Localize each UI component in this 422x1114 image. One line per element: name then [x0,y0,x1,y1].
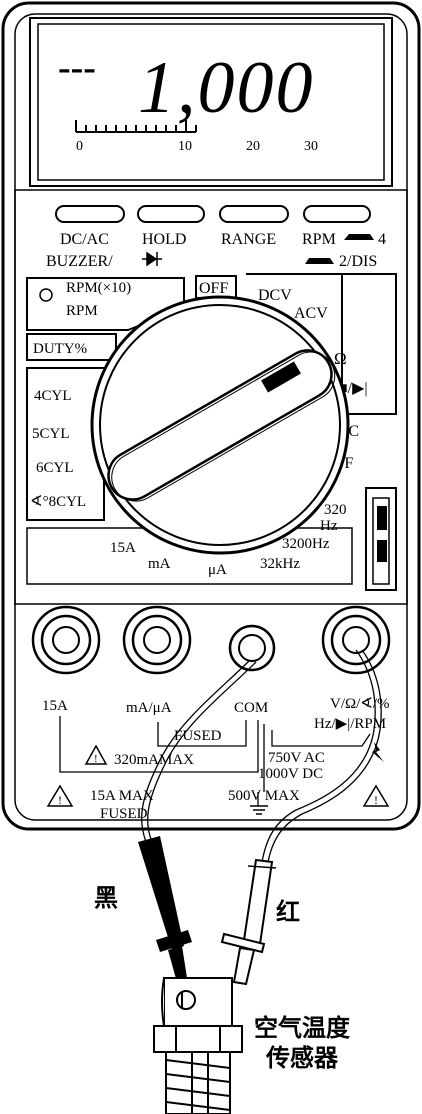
cyl5-label: 5CYL [32,426,70,442]
jack-ma-ua[interactable] [122,605,192,675]
off-label: OFF [199,280,228,297]
duty-label: DUTY% [33,341,87,357]
warning-icon-right: ! [362,784,390,807]
svg-text:!: ! [94,753,98,765]
cylinder-zone [26,367,105,521]
warning-icon-left: ! [46,784,74,807]
hold-label: HOLD [142,231,186,248]
buzzer-label: BUZZER/ [46,253,113,270]
red-probe-label: 红 [276,898,300,926]
bar-graph-scale [75,120,197,133]
sensor-label-line2: 传感器 [265,1044,339,1072]
scale-tick-30: 30 [304,139,318,154]
hz3200-label: 3200Hz [282,536,330,552]
svg-text:!: ! [58,793,62,807]
dcac-button[interactable] [55,205,125,223]
control-panel [14,189,408,605]
ohm-label: Ω [334,349,347,368]
scale-tick-20: 20 [246,139,260,154]
scale-tick-10: 10 [178,139,192,154]
v500-label: 500V MAX [228,788,300,804]
ua-dial-label: μA [208,562,227,578]
jack-maua-label: mA/μA [126,700,172,716]
black-probe [138,836,192,986]
hold-button[interactable] [137,205,205,223]
cyl8-label: ∢°8CYL [30,494,86,510]
black-lead [141,659,257,843]
warning-icon-ma: ! [84,744,108,765]
rpm-indicator [39,288,53,302]
rpm-button[interactable] [303,205,371,223]
hz320-label: 320 [324,502,347,518]
acv-label: ACV [294,305,328,322]
ma-max-label: 320mAMAX [114,752,194,768]
sensor-label-line1: 空气温度 [254,1014,351,1042]
range-label: RANGE [221,231,276,248]
cyl6-label: 6CYL [36,460,74,476]
a15max-label: 15A MAX [90,788,154,804]
cyl4-label: 4CYL [34,388,72,404]
pointer-mark [261,361,301,393]
two-stroke-icon [305,258,334,264]
range-button[interactable] [219,205,289,223]
rpm-dial-label: RPM [66,303,98,319]
jack-com[interactable] [228,624,276,672]
rpm10-label: RPM(×10) [66,280,131,296]
dcv-label: DCV [258,287,292,304]
ground-icon [250,805,268,815]
jack-15a-label: 15A [42,698,68,714]
ma-dial-label: mA [148,556,171,572]
red-lead [261,649,382,863]
dis-label: 2/DIS [339,253,377,270]
display-reading: 1,000 [138,47,315,129]
dcac-label: DC/AC [60,231,109,248]
jack-com-label: COM [234,700,268,716]
fused-label: FUSED [174,728,222,744]
lcd-display: --- 1,000 0 10 20 30 [29,17,393,187]
four-stroke-icon [344,234,374,240]
display-prefix: --- [58,47,96,89]
v1000-label: 1000V DC [258,766,323,782]
rotary-selector[interactable] [90,295,350,555]
diode-icon [142,251,162,267]
rpm-label: RPM [302,231,336,248]
temperature-sensor [153,977,243,1114]
jack-hz-label: Hz/▶|/RPM [314,716,386,732]
rpm-num-label: 4 [378,231,386,248]
scale-tick-0: 0 [76,139,83,154]
jack-15a[interactable] [31,605,101,675]
fused2-label: FUSED [100,806,148,822]
jack-v-ohm[interactable] [321,605,391,675]
black-probe-label: 黑 [94,884,118,912]
slide-switch[interactable] [365,487,397,591]
khz32-label: 32kHz [260,556,300,572]
a15-dial-label: 15A [110,540,136,556]
bracket-lines [59,716,371,806]
voltage-zone [246,273,397,415]
hz-unit-label: Hz [320,518,338,534]
red-probe [220,858,277,986]
svg-text:!: ! [374,793,378,807]
v750-label: 750V AC [268,750,325,766]
